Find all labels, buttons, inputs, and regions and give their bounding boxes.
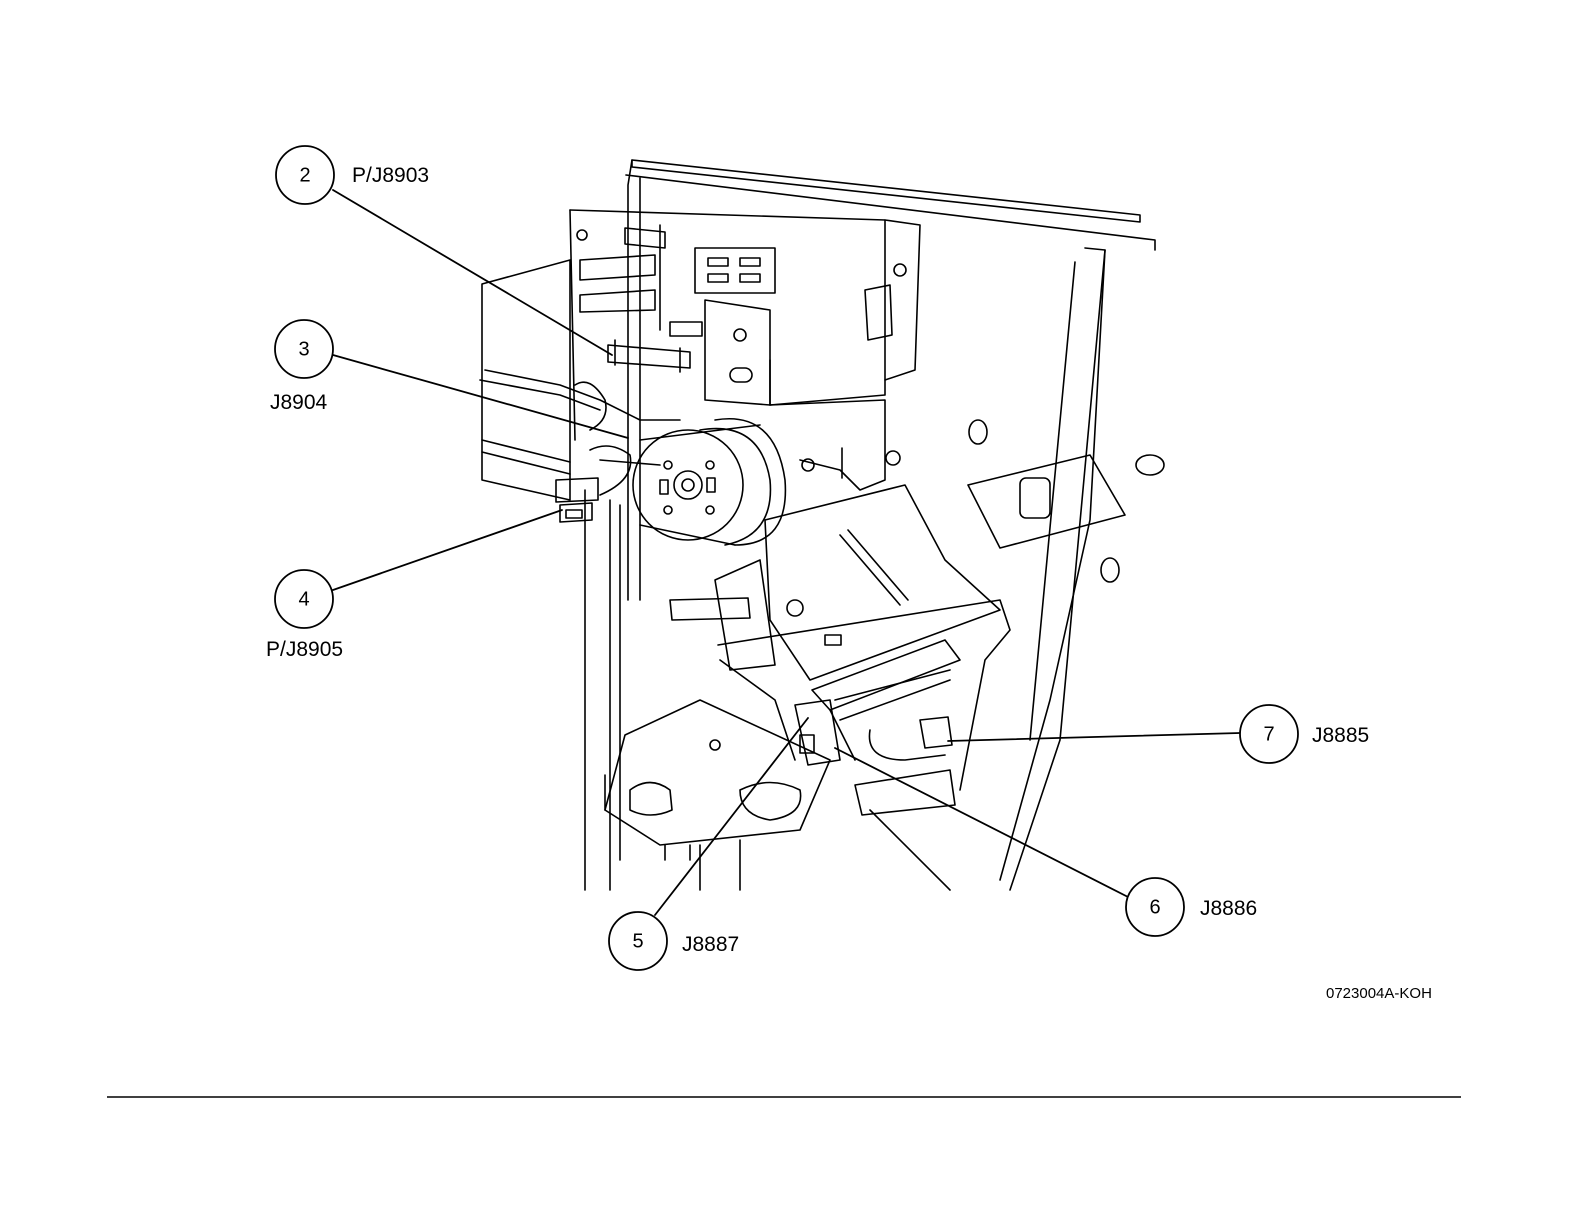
leader-line-7 xyxy=(948,733,1240,741)
leader-lines xyxy=(333,190,1240,915)
callout-3: 3 J8904 xyxy=(270,320,333,414)
machine-line-art xyxy=(480,160,1164,890)
callout-number: 2 xyxy=(299,164,310,186)
callout-label: J8886 xyxy=(1200,897,1257,920)
figure-id: 0723004A-KOH xyxy=(1326,985,1432,1002)
callout-5: 5 J8887 xyxy=(609,912,739,970)
callout-7: 7 J8885 xyxy=(1240,705,1369,763)
leader-line-4 xyxy=(333,510,562,590)
callout-label: J8887 xyxy=(682,933,739,956)
callout-number: 3 xyxy=(298,338,309,360)
callout-label: J8904 xyxy=(270,391,328,414)
callout-4: 4 P/J8905 xyxy=(266,570,343,661)
callout-label: P/J8903 xyxy=(352,164,429,187)
leader-line-3 xyxy=(333,355,628,438)
callout-label: P/J8905 xyxy=(266,638,343,661)
callout-label: J8885 xyxy=(1312,724,1369,747)
leader-line-6 xyxy=(835,748,1130,898)
callout-2: 2 P/J8903 xyxy=(276,146,429,204)
callout-6: 6 J8886 xyxy=(1126,878,1257,936)
callout-number: 5 xyxy=(632,930,643,952)
callout-number: 7 xyxy=(1263,723,1274,745)
callout-number: 4 xyxy=(298,588,309,610)
callout-number: 6 xyxy=(1149,896,1160,918)
